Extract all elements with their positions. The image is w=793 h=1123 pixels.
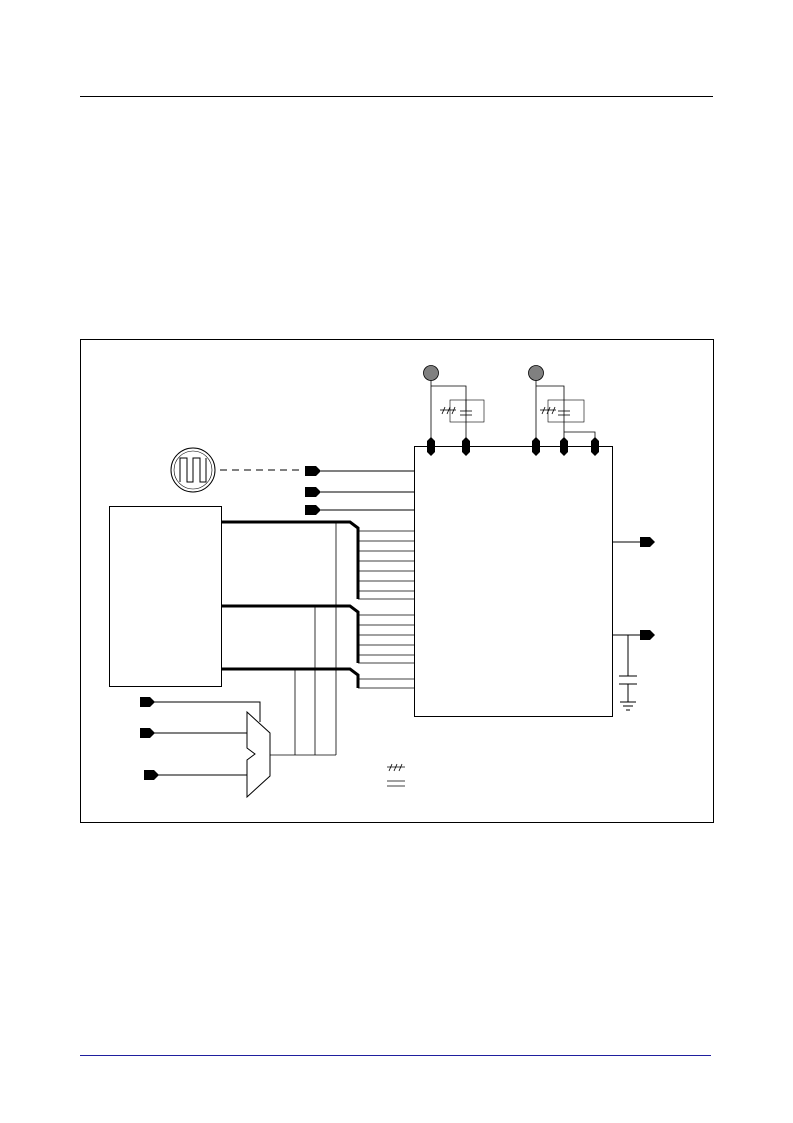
multiplexer xyxy=(153,701,271,799)
mux-input-arrows xyxy=(140,697,159,780)
right-outputs xyxy=(613,537,655,711)
mux-input-arrow-1 xyxy=(140,697,155,707)
diagram-frame xyxy=(80,339,714,823)
output-arrow-1 xyxy=(640,537,655,547)
supply-node-right xyxy=(528,365,544,381)
input-arrow-3 xyxy=(305,505,321,515)
supply-group-right xyxy=(528,365,596,446)
output-arrow-2 xyxy=(640,630,655,640)
left-device-block xyxy=(109,506,222,687)
mux-shape xyxy=(246,710,271,799)
mux-input-arrow-3 xyxy=(144,770,159,780)
footer-rule xyxy=(80,1055,711,1056)
clock-oscillator-icon xyxy=(170,447,216,493)
bus-fanout xyxy=(358,530,414,689)
legend-symbols xyxy=(387,763,405,787)
clock-source xyxy=(170,447,304,493)
bus-lines xyxy=(221,520,360,756)
input-arrow-1 xyxy=(305,466,321,476)
left-input-signals xyxy=(305,466,414,515)
main-device-block xyxy=(414,446,613,717)
supply-node-left xyxy=(423,365,439,381)
input-arrow-2 xyxy=(305,487,321,497)
mux-input-arrow-2 xyxy=(140,728,155,738)
header-rule xyxy=(80,96,713,97)
output-capacitor xyxy=(619,635,637,711)
supply-group-left xyxy=(423,365,485,446)
